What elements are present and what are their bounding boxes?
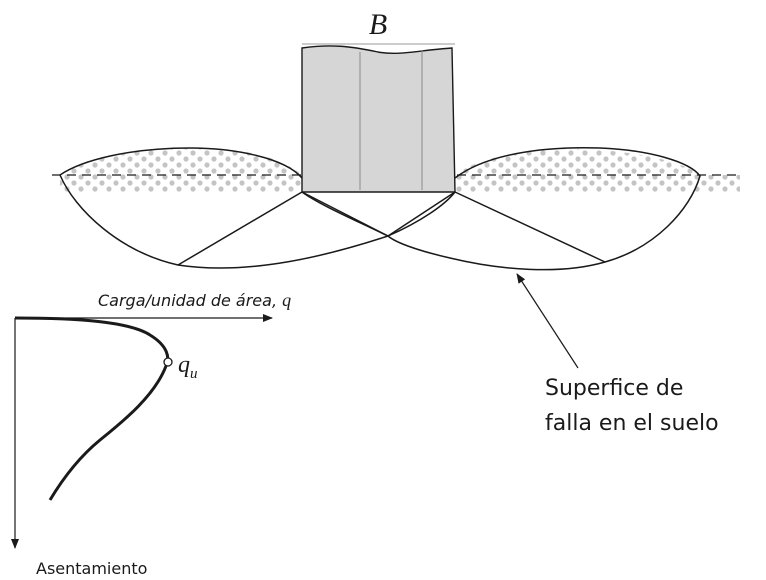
shear-line-left-wedge [177, 191, 303, 266]
soil-surface-band [60, 148, 740, 192]
failure-lens-right [301, 146, 701, 271]
x-axis-label: Carga/unidad de área, q [98, 290, 291, 310]
x-axis-label-text: Carga/unidad de área, [98, 291, 282, 310]
x-axis-symbol: q [282, 290, 291, 310]
load-settlement-plot: Carga/unidad de área, q Asentamiento qu [11, 290, 291, 578]
load-settlement-curve [14, 316, 170, 501]
failure-surface-label-line2: falla en el suelo [545, 411, 719, 436]
shear-line-center-right [387, 191, 456, 237]
soil-band-left [60, 148, 302, 192]
footing-body [301, 45, 456, 193]
ultimate-load-label: qu [178, 352, 198, 382]
ultimate-load-point [163, 357, 173, 367]
footing-width-label: B [369, 8, 387, 41]
soil-band-right [455, 149, 740, 192]
failure-surface-pointer-arrow [516, 273, 579, 369]
ultimate-load-subscript: u [190, 366, 198, 382]
footing: B [301, 8, 456, 193]
failure-surface-annotation: Superfice de falla en el suelo [516, 273, 719, 436]
shear-line-right-wedge [454, 191, 606, 263]
shear-line-center-left [301, 191, 389, 237]
y-axis-label: Asentamiento [36, 559, 147, 578]
failure-surface-label-line1: Superfice de [545, 376, 683, 401]
ultimate-load-symbol: q [178, 352, 190, 378]
failure-surface [59, 146, 701, 271]
